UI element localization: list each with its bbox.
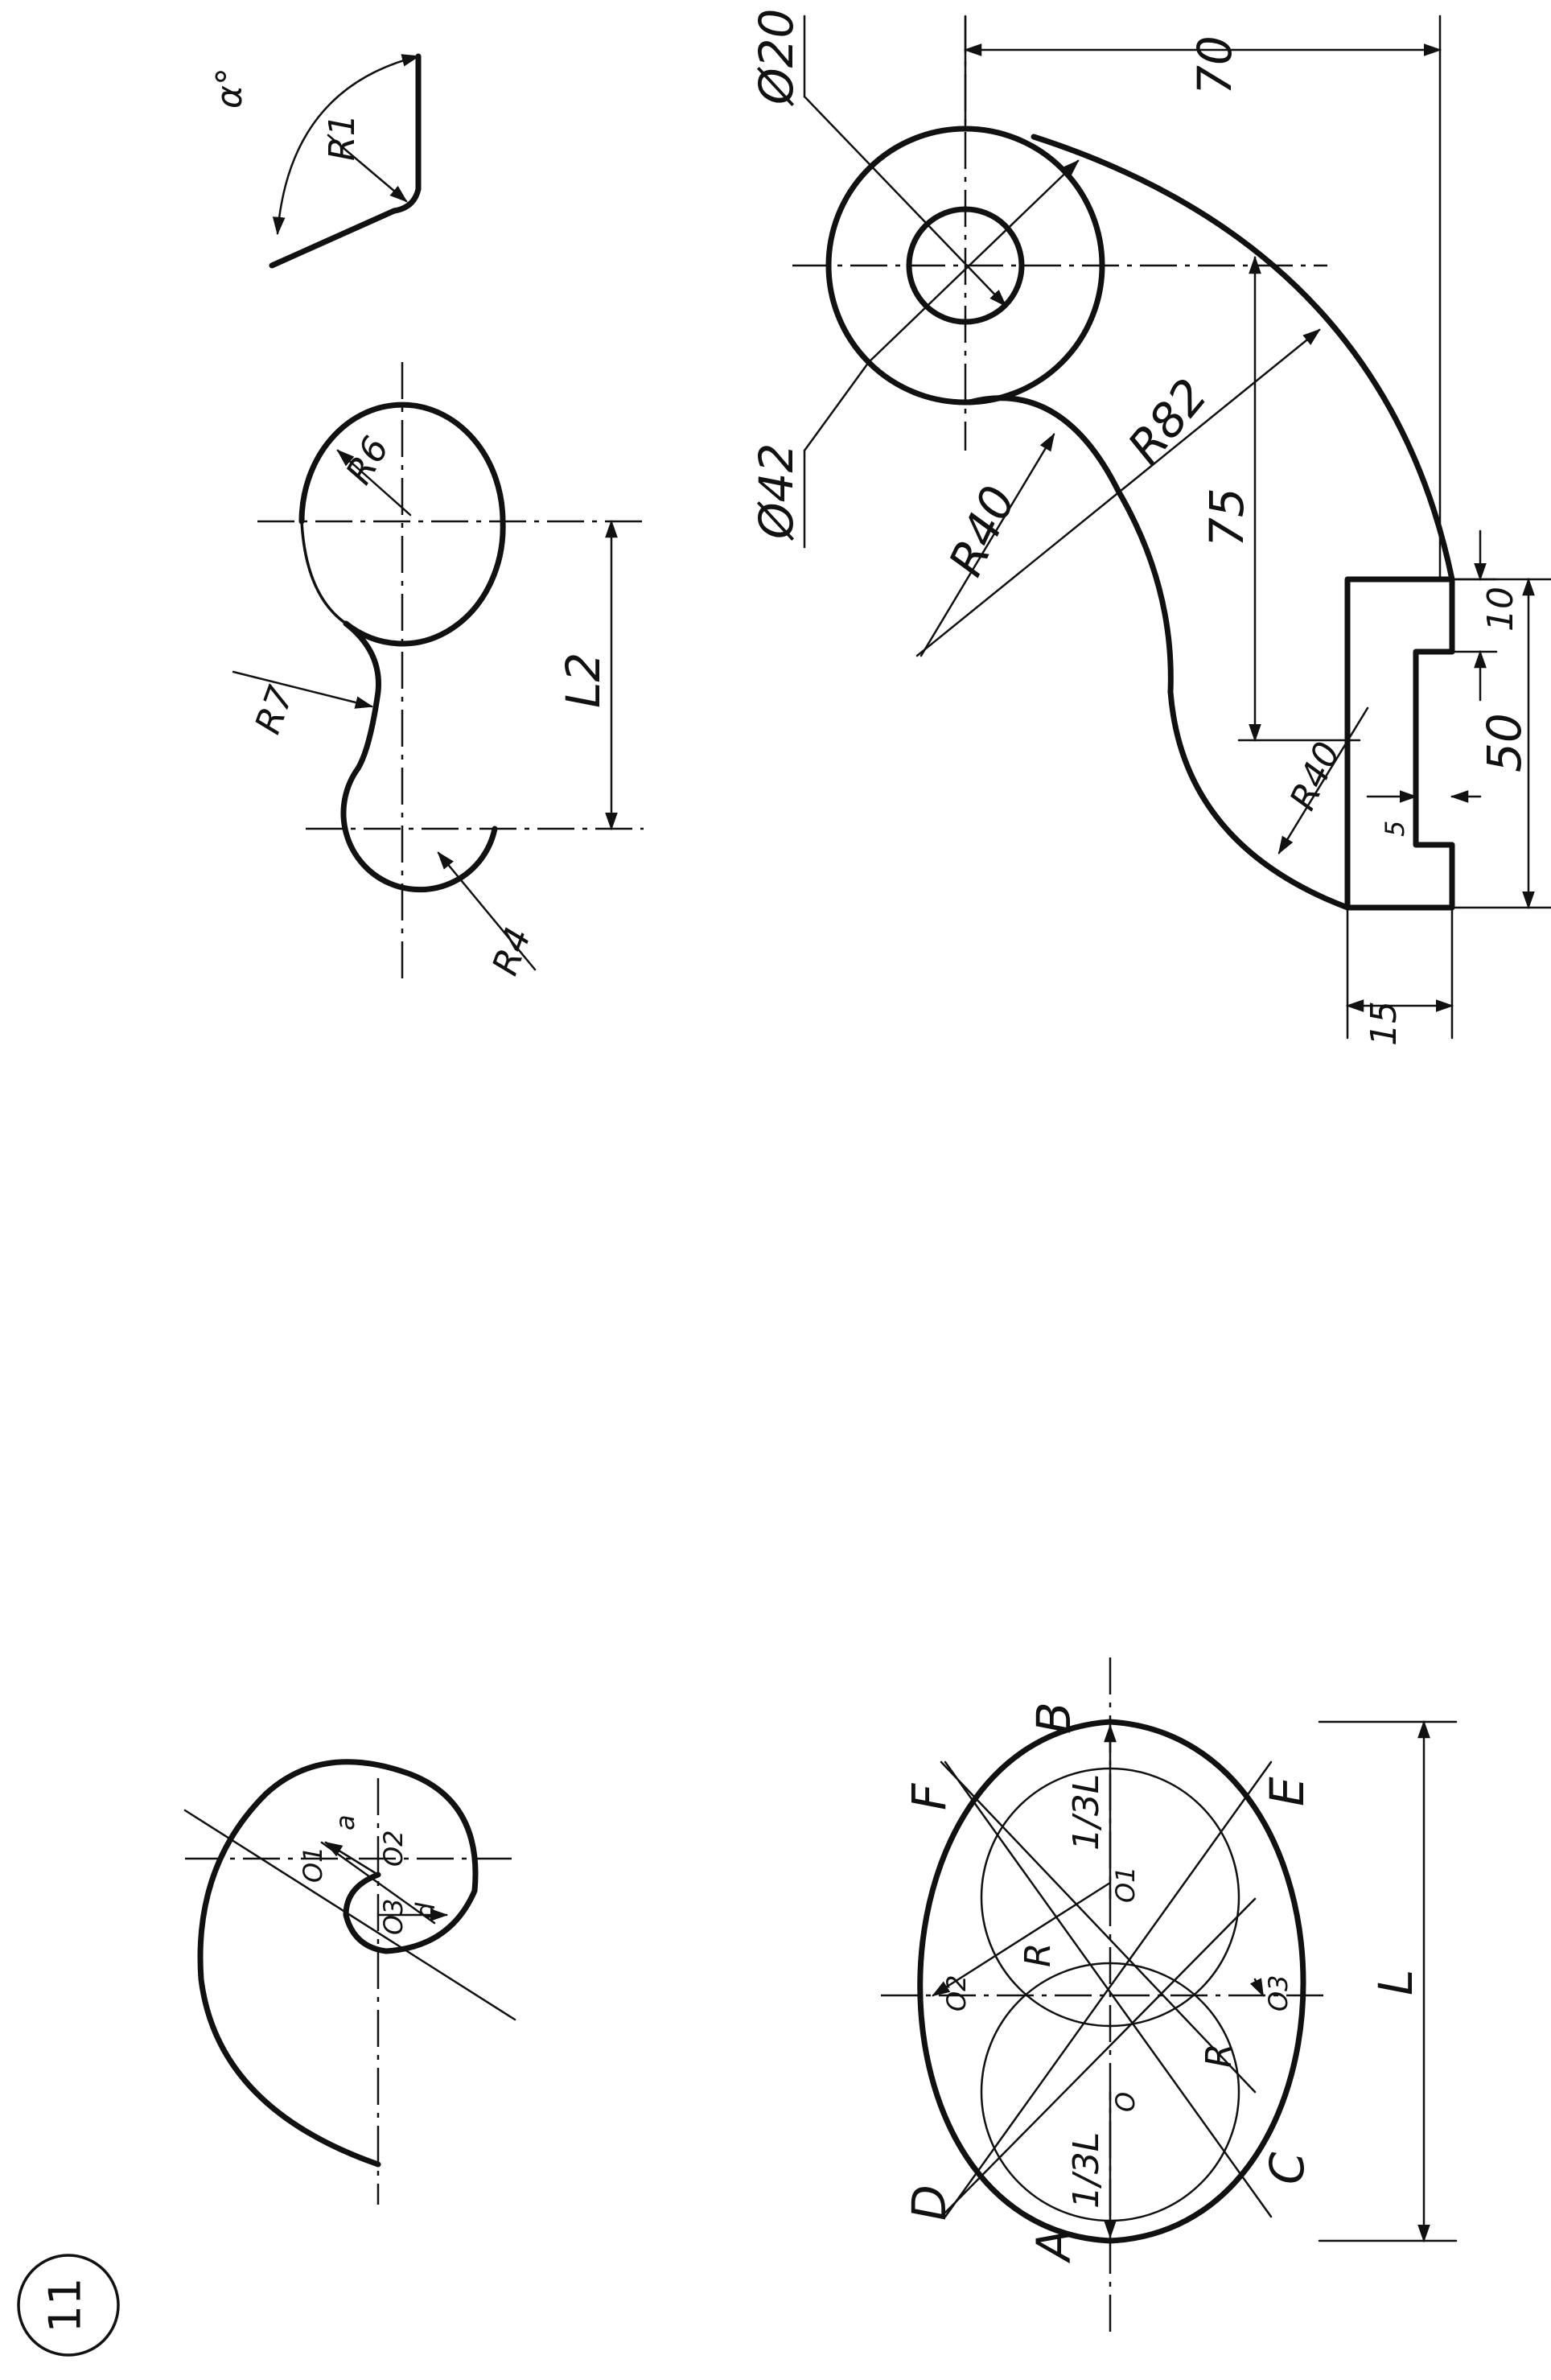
label-spiral-d: d [410, 1902, 441, 1919]
page-number: 11 [40, 2278, 91, 2333]
oval-outline [917, 1719, 1306, 2244]
label-d20: Ø20 [749, 9, 804, 106]
fig-angle-rounding: R1 α° [209, 53, 422, 269]
label-spiral-o3: O3 [378, 1898, 409, 1935]
fig-slot: R6 R4 R7 L2 [232, 362, 644, 982]
label-75: 75 [1199, 488, 1254, 547]
page-number-badge: 11 [17, 2254, 120, 2357]
label-oval-l: L [1368, 1970, 1423, 1995]
label-r1: R1 [322, 113, 363, 161]
spiral-diagonal-a [183, 1809, 516, 2021]
label-5: 5 [1380, 821, 1410, 837]
label-oval-o3: O3 [1263, 1974, 1294, 2011]
oval-diag-2 [944, 1760, 1273, 2218]
label-oval-r-lower: R [1199, 2043, 1240, 2068]
slot-join-upper [300, 520, 348, 625]
label-spiral-o2: O2 [378, 1830, 409, 1867]
leader-r82 [915, 328, 1321, 657]
hook-outer-circle [825, 126, 1105, 406]
label-15: 15 [1364, 1001, 1405, 1046]
label-upper-r40: R40 [938, 478, 1026, 584]
oval-r-arrow-lower [1249, 1978, 1265, 1998]
leader-d42 [867, 159, 1080, 364]
angle-side-slanted [269, 208, 397, 269]
leader-r7 [232, 670, 374, 709]
slot-circle-big [298, 401, 506, 647]
hook-inner-arc-r40 [966, 395, 1174, 695]
label-oval-o: O [1110, 2092, 1141, 2112]
label-d42: Ø42 [749, 443, 804, 541]
slot-connecting-arc [343, 620, 381, 772]
leader-d20 [803, 95, 1007, 307]
hook-inner-circle [906, 206, 1025, 325]
label-spiral-a: a [330, 1814, 360, 1830]
label-oval-o2: O2 [941, 1974, 972, 2011]
label-r7: R7 [247, 681, 302, 739]
label-oval-c: C [1260, 2151, 1314, 2184]
slot-circle-small [340, 765, 498, 893]
hook-outer-arc-r82 [1031, 134, 1455, 583]
label-oval-third-right: 1/3L [1066, 1774, 1107, 1851]
leader-d42-shelf [803, 360, 870, 452]
label-oval-a: A [1026, 2229, 1081, 2264]
label-oval-o1: O1 [1110, 1866, 1141, 1903]
fig-hook: 70 75 10 50 15 5 R40 R82 R40 [749, 9, 1551, 1046]
label-oval-f: F [902, 1782, 957, 1810]
label-oval-r-upper: R [1018, 1942, 1059, 1967]
label-lower-r40: R40 [1282, 736, 1349, 817]
label-oval-d: D [902, 2184, 957, 2221]
label-70: 70 [1187, 35, 1242, 95]
label-oval-b: B [1026, 1702, 1081, 1734]
spiral-construction-c [324, 1841, 380, 1876]
spiral-curve [197, 1759, 479, 2168]
leader-lower-r40 [1277, 706, 1369, 854]
angle-arc-dimension [272, 54, 421, 236]
label-10: 10 [1480, 587, 1521, 632]
hook-stepped-base [1344, 576, 1455, 911]
hook-lower-arc-r40 [1167, 689, 1351, 911]
page-number-circle [17, 2254, 120, 2357]
fig-oval: B A F D E C O1 O O2 O3 1/3L 1/3L R R L [881, 1657, 1458, 2333]
leader-r4 [437, 851, 537, 971]
label-r82: R82 [1117, 369, 1218, 474]
fig-spiral: O1 O2 O3 a d [183, 1759, 516, 2205]
radius-leader-r1 [327, 134, 408, 203]
label-r6: R6 [338, 430, 397, 491]
label-50: 50 [1477, 713, 1532, 772]
label-oval-e: E [1260, 1777, 1314, 1806]
oval-diag-3 [940, 1760, 1257, 2094]
label-oval-third-left: 1/3L [1066, 2132, 1107, 2209]
oval-diag-4 [940, 1897, 1257, 2218]
label-r4: R4 [484, 922, 539, 980]
label-angle: α° [209, 68, 250, 109]
oval-r-arrow-upper [932, 1881, 1112, 1997]
leader-r6 [336, 449, 412, 517]
label-spiral-o1: O1 [298, 1846, 328, 1883]
leader-upper-r40 [919, 433, 1055, 657]
label-l2: L2 [556, 653, 611, 708]
